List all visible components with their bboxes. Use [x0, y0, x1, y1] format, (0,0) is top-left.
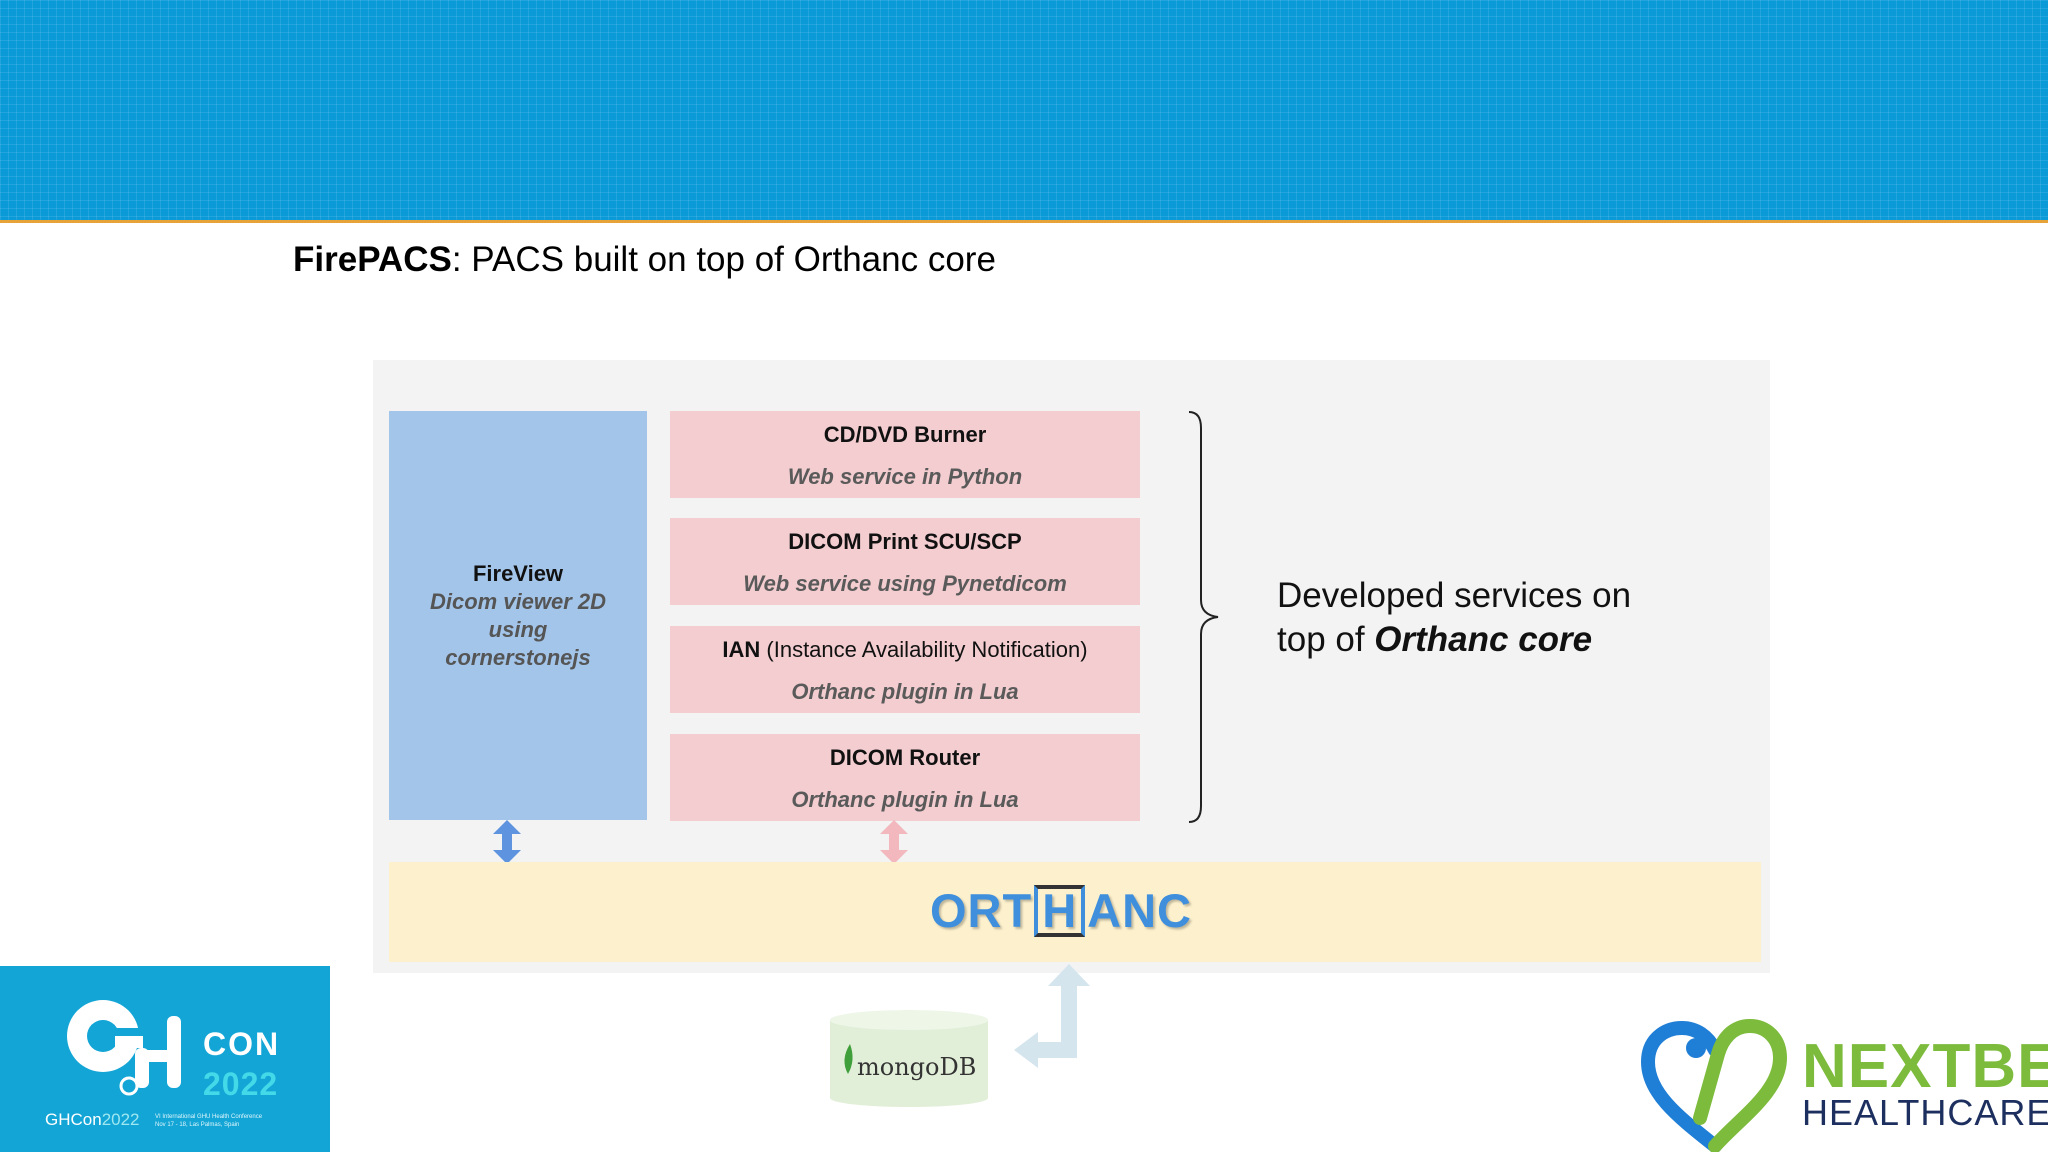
service-subtitle: Orthanc plugin in Lua [791, 787, 1019, 812]
nextbe-name: NEXTBE [1802, 1032, 2048, 1101]
service-title-bold: DICOM Print SCU/SCP [788, 529, 1022, 554]
ghcon-con-text: CON [203, 1026, 281, 1062]
services-note-prefix: top of [1277, 620, 1375, 659]
service-title: DICOM Print SCU/SCP [670, 527, 1140, 557]
ghcon-gh-icon [67, 1000, 181, 1096]
orthanc-logo-right: ANC [1087, 884, 1192, 937]
services-note-line1: Developed services on [1277, 576, 1632, 615]
service-title: IAN (Instance Availability Notification) [670, 635, 1140, 665]
service-subtitle: Web service in Python [787, 464, 1023, 489]
service-ian: IAN (Instance Availability Notification)… [670, 626, 1140, 713]
ghcon-year-text: 2022 [203, 1066, 279, 1102]
orthanc-core-bar [389, 862, 1761, 962]
mongodb-label: mongoDB [857, 1053, 977, 1081]
ghcon-footer-name: GHCon [45, 1110, 102, 1129]
service-dicom-print: DICOM Print SCU/SCP Web service using Py… [670, 518, 1140, 605]
service-title-bold: IAN [722, 637, 761, 662]
services-brace [1188, 411, 1219, 823]
slide-title: FirePACS: PACS built on top of Orthanc c… [293, 240, 996, 280]
header-banner [0, 0, 2048, 220]
ghcon-small-line2: Nov 17 - 18, Las Palmas, Spain [155, 1122, 240, 1128]
service-subtitle: Web service using Pynetdicom [743, 571, 1067, 596]
service-subtitle: Orthanc plugin in Lua [791, 679, 1019, 704]
fireview-subtitle: Dicom viewer 2D using cornerstonejs [429, 588, 607, 670]
mongodb-cylinder [830, 1010, 988, 1107]
fireview-orthanc-arrow [493, 820, 521, 864]
ghcon-small-line1: VI International GHU Health Conference [155, 1114, 263, 1120]
mongodb-leaf-icon [844, 1044, 853, 1074]
orthanc-logo-left: ORT [930, 884, 1033, 937]
orthanc-mongodb-arrow [1014, 964, 1090, 1068]
nextbe-heart-icon [1640, 1018, 1788, 1152]
ghcon-footer-year: 2022 [101, 1110, 140, 1129]
nextbe-subtitle: HEALTHCARE [1802, 1092, 2048, 1133]
services-note-line2: top of Orthanc core [1277, 618, 1631, 662]
ghcon-small-print: VI International GHU Health Conference N… [155, 1113, 262, 1129]
fireview-title: FireView [472, 560, 564, 586]
orthanc-logo-h: H [1034, 885, 1086, 937]
service-dicom-router: DICOM Router Orthanc plugin in Lua [670, 734, 1140, 821]
service-title-bold: CD/DVD Burner [823, 422, 987, 447]
services-orthanc-arrow [880, 820, 908, 864]
service-cd-dvd-burner: CD/DVD Burner Web service in Python [670, 411, 1140, 498]
services-note: Developed services on top of Orthanc cor… [1277, 574, 1631, 662]
service-title-rest: (Instance Availability Notification) [760, 637, 1088, 662]
services-note-emphasis: Orthanc core [1374, 620, 1593, 659]
service-title-bold: DICOM Router [829, 745, 981, 770]
service-title: CD/DVD Burner [670, 420, 1140, 450]
header-divider [0, 220, 2048, 223]
slide-title-bold: FirePACS [293, 240, 452, 279]
ghcon-footer: GHCon2022 [45, 1110, 140, 1130]
fireview-box: FireView Dicom viewer 2D using cornersto… [389, 411, 647, 820]
service-title: DICOM Router [670, 743, 1140, 773]
slide-title-rest: : PACS built on top of Orthanc core [451, 240, 996, 279]
